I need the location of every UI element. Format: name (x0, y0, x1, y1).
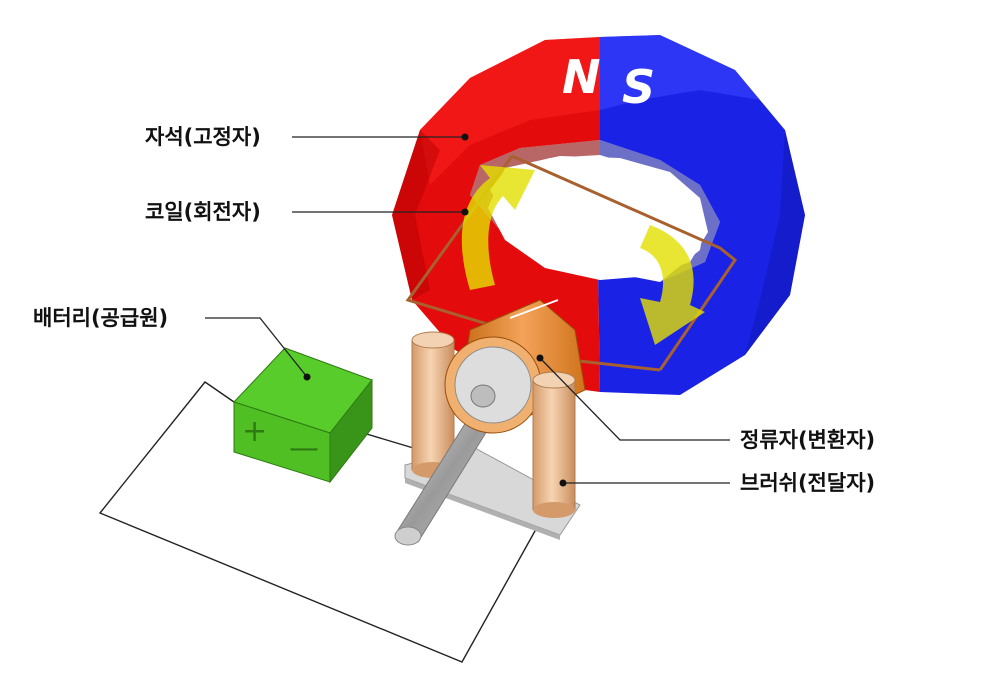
south-pole-label: S (622, 60, 655, 114)
battery: + — (233, 347, 373, 484)
leader-lines (205, 136, 730, 484)
battery-minus-sign: — (289, 431, 319, 466)
battery-plus-sign: + (242, 414, 267, 449)
magnet-stator-label: 자석(고정자) (145, 125, 261, 149)
right-brush (532, 371, 576, 518)
rotor-shaft (394, 399, 501, 546)
battery-source-label: 배터리(공급원) (33, 306, 169, 330)
commutator-label: 정류자(변환자) (740, 428, 876, 452)
leader-dots (303, 133, 567, 487)
circuit-wire (98, 381, 546, 663)
rotation-arrows (461, 165, 705, 345)
brush-label: 브러쉬(전달자) (740, 471, 876, 495)
north-pole-label: N (562, 50, 601, 104)
coil-rotor-label: 코일(회전자) (145, 200, 261, 224)
